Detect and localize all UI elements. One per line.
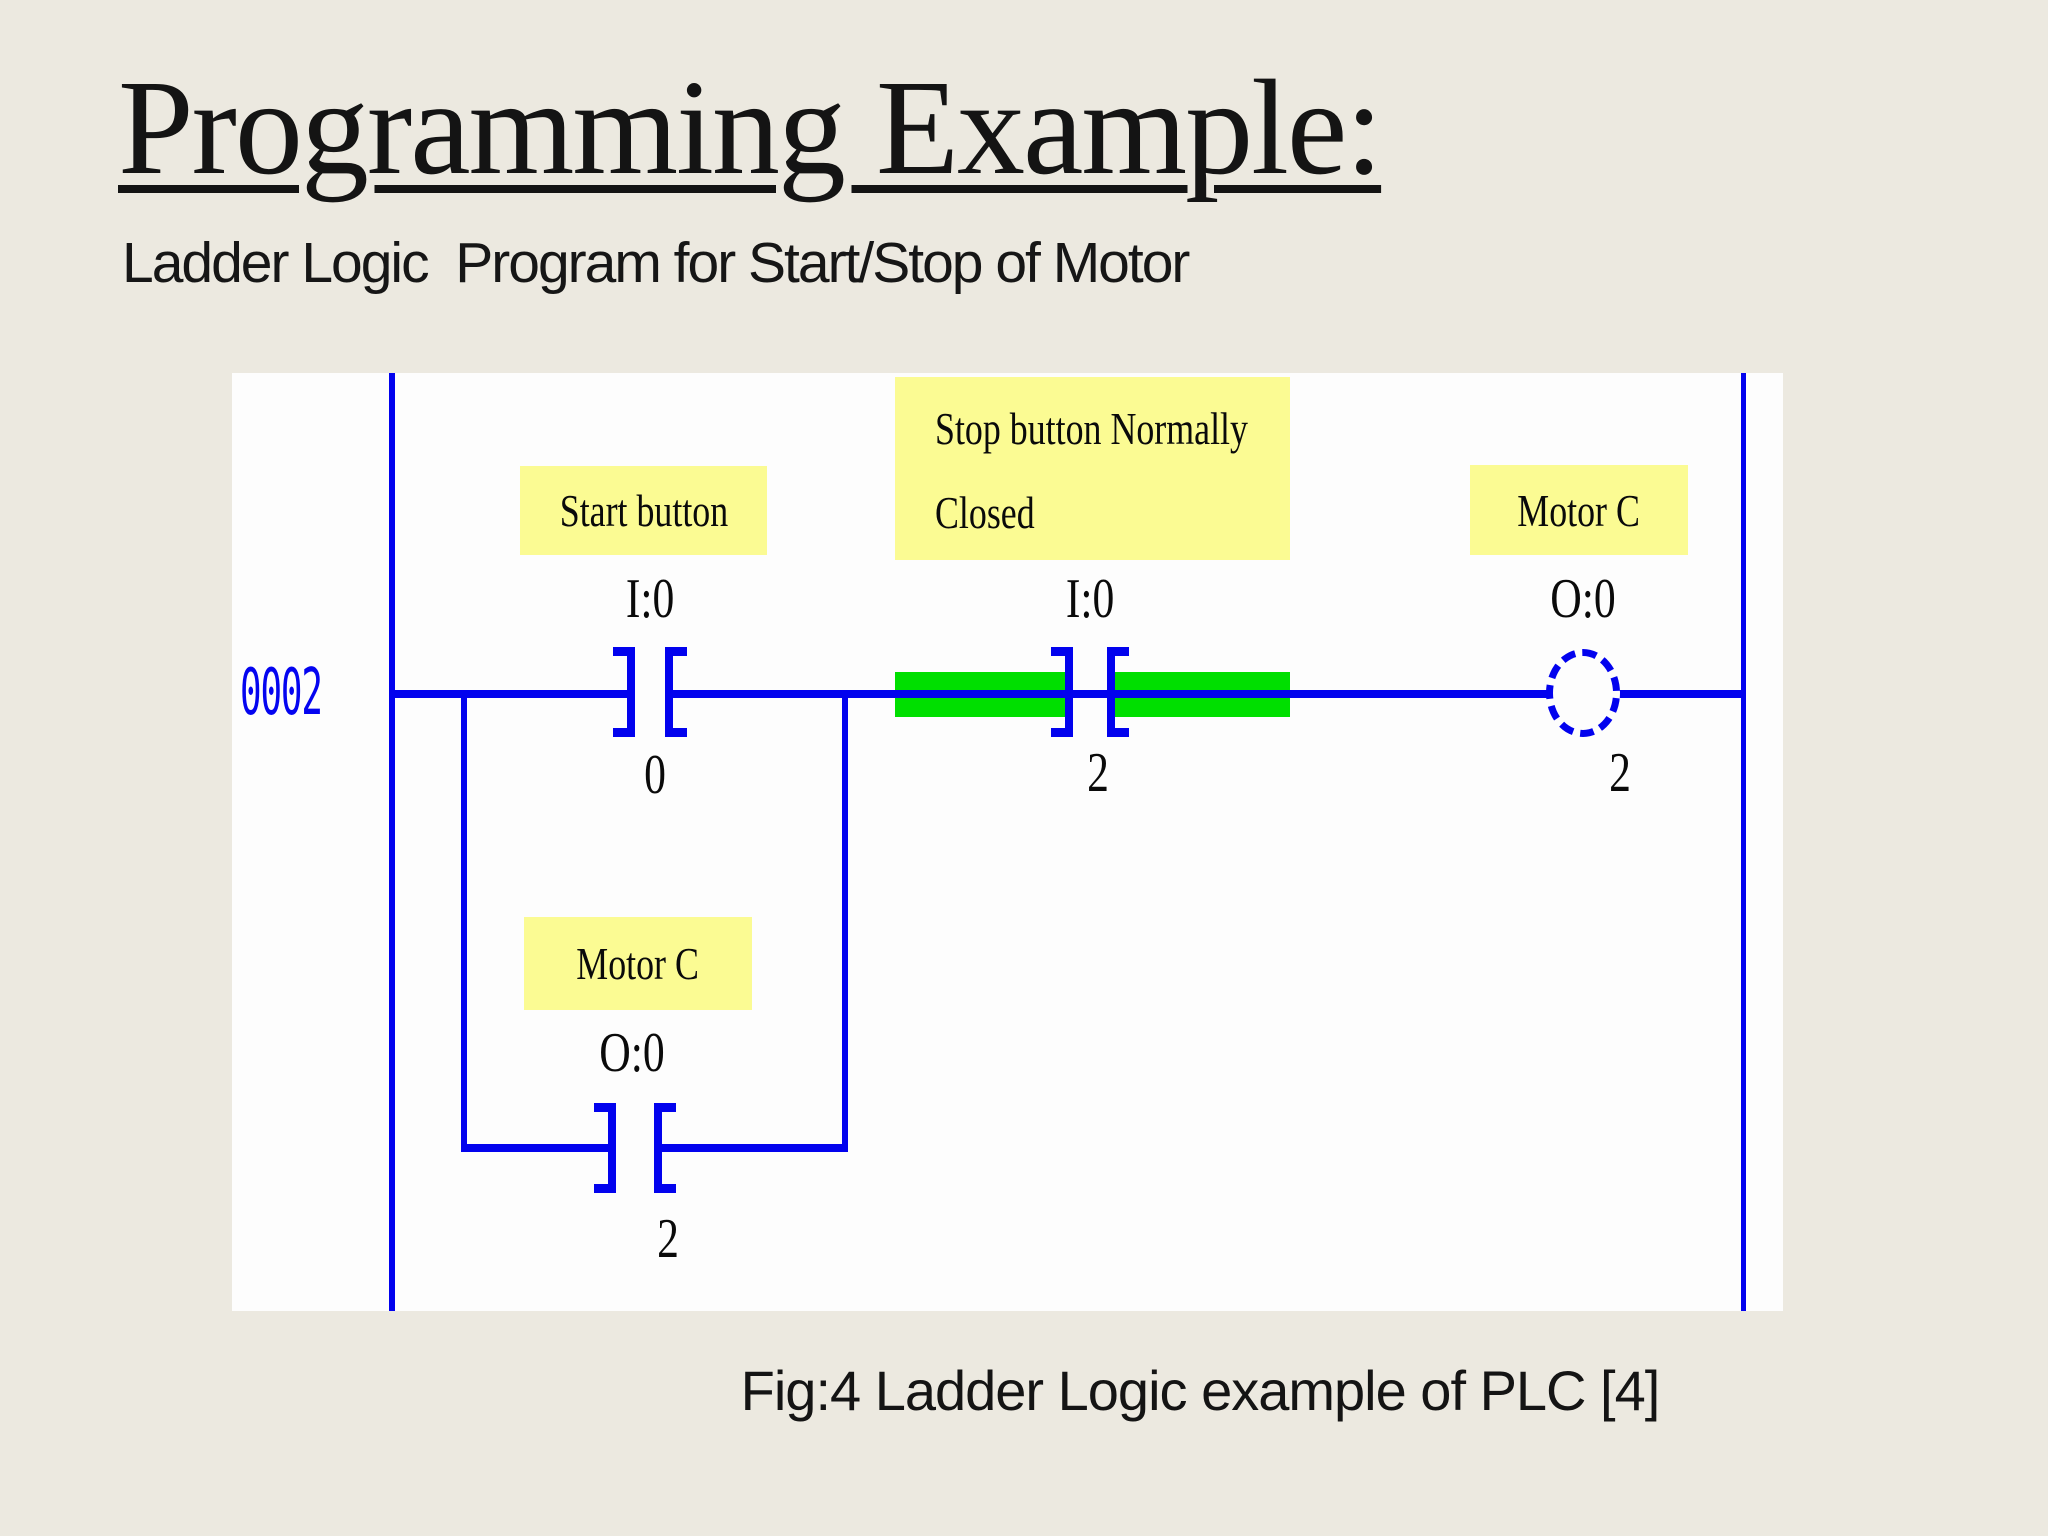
- stop-contact-label-line2: Closed: [935, 487, 1035, 538]
- seal-in-contact-label: Motor C: [576, 938, 700, 989]
- rung-number: 0002: [240, 656, 323, 730]
- seal-in-contact-left-bracket-icon: [594, 1103, 616, 1193]
- right-power-rail: [1741, 373, 1746, 1311]
- seal-in-contact-label-box: Motor C: [524, 917, 752, 1010]
- output-coil-label: Motor C: [1517, 484, 1641, 536]
- output-coil-label-box: Motor C: [1470, 465, 1688, 555]
- stop-contact-bit: 2: [1087, 742, 1109, 804]
- page-subtitle: Ladder Logic Program for Start/Stop of M…: [122, 231, 1190, 295]
- start-contact-left-bracket-icon: [613, 647, 635, 737]
- stop-contact-label-box: Stop button Normally Closed: [895, 377, 1290, 560]
- start-contact-wire-gap: [635, 690, 665, 698]
- output-coil-address: O:0: [1550, 568, 1616, 630]
- start-contact-right-bracket-icon: [665, 647, 687, 737]
- branch-right-wire: [842, 690, 848, 1152]
- output-coil-bit: 2: [1609, 742, 1631, 804]
- seal-in-contact-address: O:0: [599, 1022, 665, 1084]
- seal-in-contact-wire-gap: [616, 1144, 654, 1152]
- figure-caption: Fig:4 Ladder Logic example of PLC [4]: [740, 1359, 1661, 1422]
- seal-in-contact-right-bracket-icon: [654, 1103, 676, 1193]
- branch-left-wire: [461, 690, 467, 1152]
- left-power-rail: [389, 373, 395, 1311]
- start-contact-bit: 0: [644, 744, 666, 806]
- ladder-diagram-panel: 0002 Start button Stop button Norm: [232, 373, 1783, 1311]
- stop-contact-address: I:0: [1065, 568, 1115, 630]
- stop-contact-label-line1: Stop button Normally: [935, 403, 1248, 454]
- start-contact-label: Start button: [559, 485, 728, 536]
- start-contact-address: I:0: [625, 568, 675, 630]
- start-contact-label-box: Start button: [520, 466, 767, 555]
- output-coil-icon: [1546, 649, 1620, 737]
- stop-contact-left-bracket-icon: [1051, 647, 1073, 737]
- page-title: Programming Example:: [118, 53, 1383, 203]
- stop-contact-right-bracket-icon: [1107, 647, 1129, 737]
- seal-in-contact-bit: 2: [657, 1208, 679, 1270]
